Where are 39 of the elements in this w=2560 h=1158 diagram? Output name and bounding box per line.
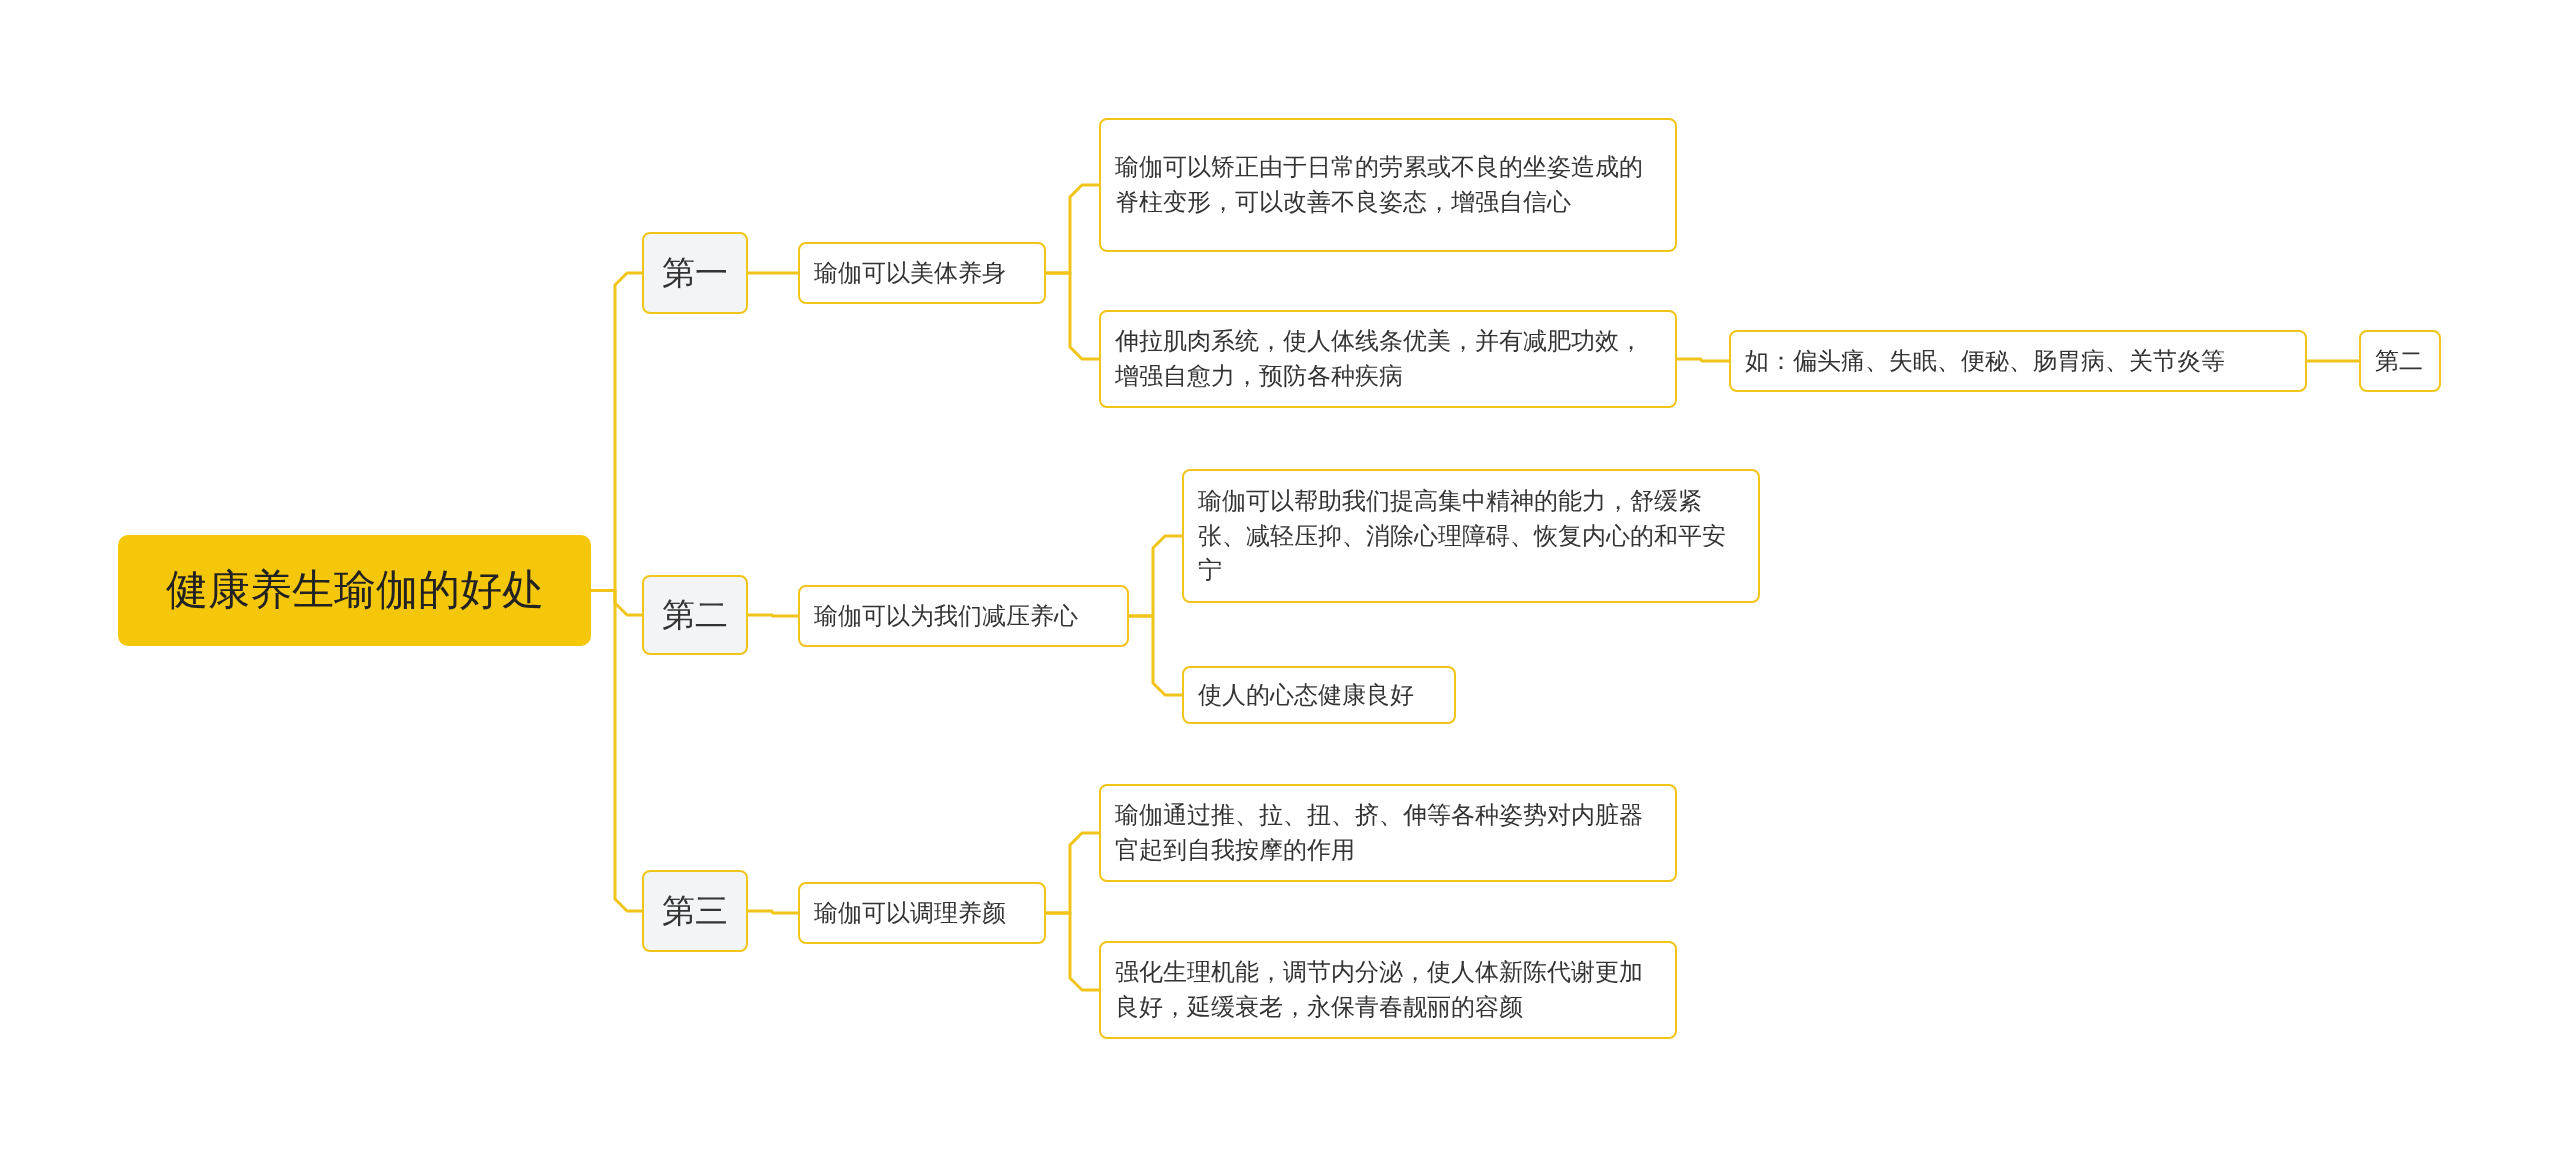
connector-line — [748, 613, 798, 618]
topic-text: 瑜伽可以美体养身 — [814, 257, 1006, 289]
connector-line — [1129, 614, 1182, 697]
connector-line — [748, 909, 798, 915]
topic-text: 瑜伽通过推、拉、扭、挤、伸等各种姿势对内脏器官起到自我按摩的作用 — [1115, 800, 1644, 866]
topic-text: 第一 — [662, 252, 728, 295]
topic-box — [1729, 330, 2307, 392]
topic-box — [1099, 941, 1677, 1039]
root-topic — [118, 535, 591, 646]
topic-box — [798, 882, 1046, 944]
topic-box — [1099, 784, 1677, 882]
connector-line — [2307, 359, 2359, 363]
topic-text: 伸拉肌肉系统，使人体线条优美，并有减肥功效，增强自愈力，预防各种疾病 — [1115, 326, 1644, 392]
topic-text: 如：偏头痛、失眠、便秘、肠胃病、关节炎等 — [1745, 345, 2225, 377]
topic-box — [1099, 310, 1677, 408]
topic-text: 强化生理机能，调节内分泌，使人体新陈代谢更加良好，延缓衰老，永保青春靓丽的容颜 — [1115, 957, 1644, 1023]
branch-topic — [642, 232, 748, 314]
connector-line — [1046, 911, 1099, 992]
topic-text: 瑜伽可以帮助我们提高集中精神的能力，舒缓紧张、减轻压抑、消除心理障碍、恢复内心的和平安宁 — [1198, 485, 1727, 587]
connector-line — [591, 589, 642, 913]
topic-box — [2359, 330, 2441, 392]
topic-box — [798, 585, 1129, 647]
topic-box — [1182, 469, 1760, 603]
topic-text: 第三 — [662, 890, 728, 933]
connector-line — [1677, 357, 1729, 363]
topic-text: 使人的心态健康良好 — [1198, 679, 1414, 711]
topic-text: 瑜伽可以调理养颜 — [814, 897, 1006, 929]
topic-text: 瑜伽可以矫正由于日常的劳累或不良的坐姿造成的脊柱变形，可以改善不良姿态，增强自信心 — [1115, 152, 1644, 218]
topic-box — [798, 242, 1046, 304]
topic-text: 瑜伽可以为我们减压养心 — [814, 600, 1078, 632]
topic-box — [1182, 666, 1456, 724]
topic-text: 第二 — [2375, 345, 2423, 377]
topic-text: 健康养生瑜伽的好处 — [165, 564, 544, 617]
topic-box — [1099, 118, 1677, 252]
topic-text: 第二 — [662, 594, 728, 637]
connector-line — [1046, 271, 1099, 361]
connector-line — [748, 271, 798, 275]
branch-topic — [642, 575, 748, 655]
branch-topic — [642, 870, 748, 952]
